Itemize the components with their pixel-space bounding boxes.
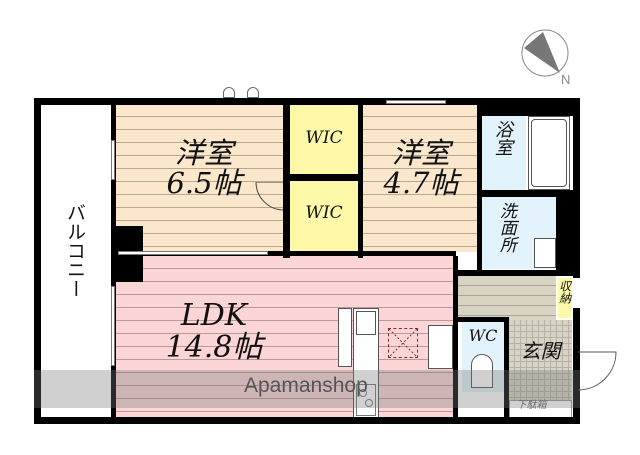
compass: N	[521, 28, 577, 88]
stove-icon	[356, 384, 376, 416]
floorplan: バルコニー 洋室 6.5帖 WIC WIC 洋室 4.7帖 浴室 洗面所 収納 …	[34, 98, 580, 424]
wic-1-label: WIC	[305, 128, 343, 148]
outdoor-fixture-icon	[223, 87, 235, 98]
bathroom-label: 浴室	[491, 120, 513, 156]
sink-icon	[356, 311, 376, 335]
western-room-2-label: 洋室 4.7帖	[383, 136, 459, 201]
toilet-icon	[471, 354, 493, 388]
bathroom	[482, 116, 526, 190]
storage	[558, 278, 572, 318]
compass-north-label: N	[561, 72, 571, 87]
western-room-2	[363, 104, 477, 252]
watermark-band	[34, 370, 580, 408]
refrigerator-space	[428, 325, 453, 369]
ldk	[116, 256, 453, 418]
shoe-cabinet-label: 下駄箱	[516, 400, 547, 411]
entry-door-icon	[577, 351, 617, 391]
wc-label: WC	[468, 326, 498, 345]
outdoor-fixture-icon	[247, 87, 259, 98]
entrance-label: 玄関	[520, 339, 561, 363]
compass-icon	[521, 29, 569, 77]
balcony-label: バルコニー	[63, 203, 86, 298]
wic-2	[290, 181, 358, 251]
door-swing-icon	[255, 182, 285, 211]
western-room-1	[116, 104, 283, 252]
entrance	[509, 320, 572, 400]
range-hood-marker-icon	[388, 328, 418, 358]
kitchen-counter	[338, 308, 352, 367]
storage-label: 収納	[557, 280, 572, 304]
ldk-label: LDK 14.8帖	[165, 298, 263, 365]
washbasin	[534, 238, 556, 268]
hallway	[458, 276, 556, 321]
watermark: Apamanshop	[244, 374, 368, 397]
balcony	[40, 104, 111, 418]
wic-2-label: WIC	[305, 203, 343, 223]
washroom-label: 洗面所	[495, 202, 516, 253]
wic-1	[290, 104, 358, 174]
western-room-1-label: 洋室 6.5帖	[166, 136, 242, 201]
bathtub	[528, 116, 570, 190]
